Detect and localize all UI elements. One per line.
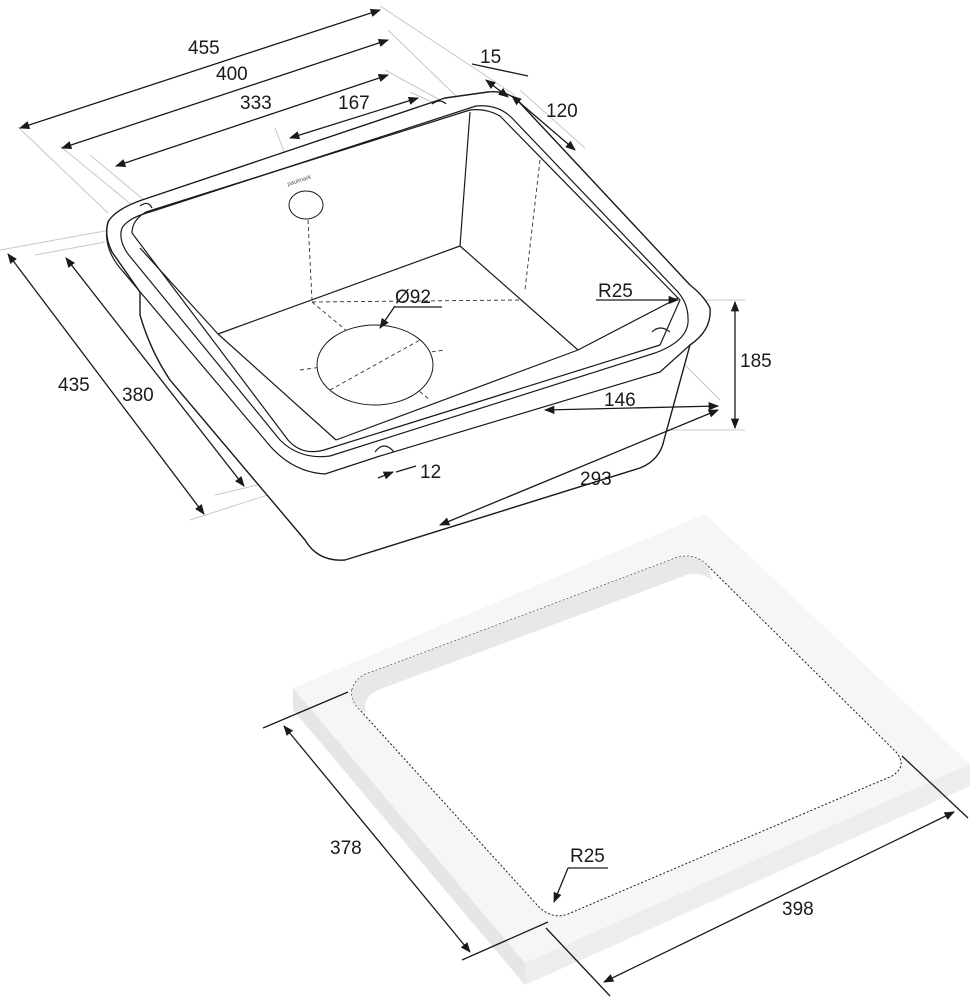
sink-dimension-labels: 455 400 333 167 15 120 435 380 R25 Ø92 1… <box>58 38 772 490</box>
rim-notches <box>139 100 671 453</box>
dim-185: 185 <box>740 351 772 372</box>
drain-diameter-label: Ø92 <box>395 287 431 308</box>
dim-378: 378 <box>330 838 362 859</box>
dim-120: 120 <box>546 101 578 122</box>
dim-293: 293 <box>580 469 612 490</box>
dim-146: 146 <box>604 390 636 411</box>
dim-398: 398 <box>782 899 814 920</box>
dim-400: 400 <box>216 64 248 85</box>
countertop-cutout-drawing: 378 398 R25 <box>262 514 970 997</box>
cutout-extension-lines <box>262 691 969 997</box>
cutout-dimension-lines <box>283 725 955 983</box>
sink-dimension-lines <box>7 8 740 526</box>
sink-rim-outer-edge <box>105 221 691 475</box>
cutout-inner-wall <box>351 556 712 712</box>
sink-bowl-opening <box>131 109 681 453</box>
drain-diameter-leader <box>379 305 396 329</box>
dim-15: 15 <box>480 47 501 68</box>
dim-380: 380 <box>122 385 154 406</box>
cutout-dimension-labels: 378 398 R25 <box>330 838 814 920</box>
sink-outer-body <box>105 91 711 561</box>
overflow-hole <box>288 190 324 220</box>
dim-435: 435 <box>58 375 90 396</box>
sink-radius-label: R25 <box>598 281 633 302</box>
sink-drawing: paulmark 455 400 333 <box>0 5 772 561</box>
dim-167: 167 <box>338 93 370 114</box>
dim-455: 455 <box>188 38 220 59</box>
cutout-radius-label: R25 <box>570 846 605 867</box>
dim-333: 333 <box>240 93 272 114</box>
dim-12: 12 <box>420 462 441 483</box>
